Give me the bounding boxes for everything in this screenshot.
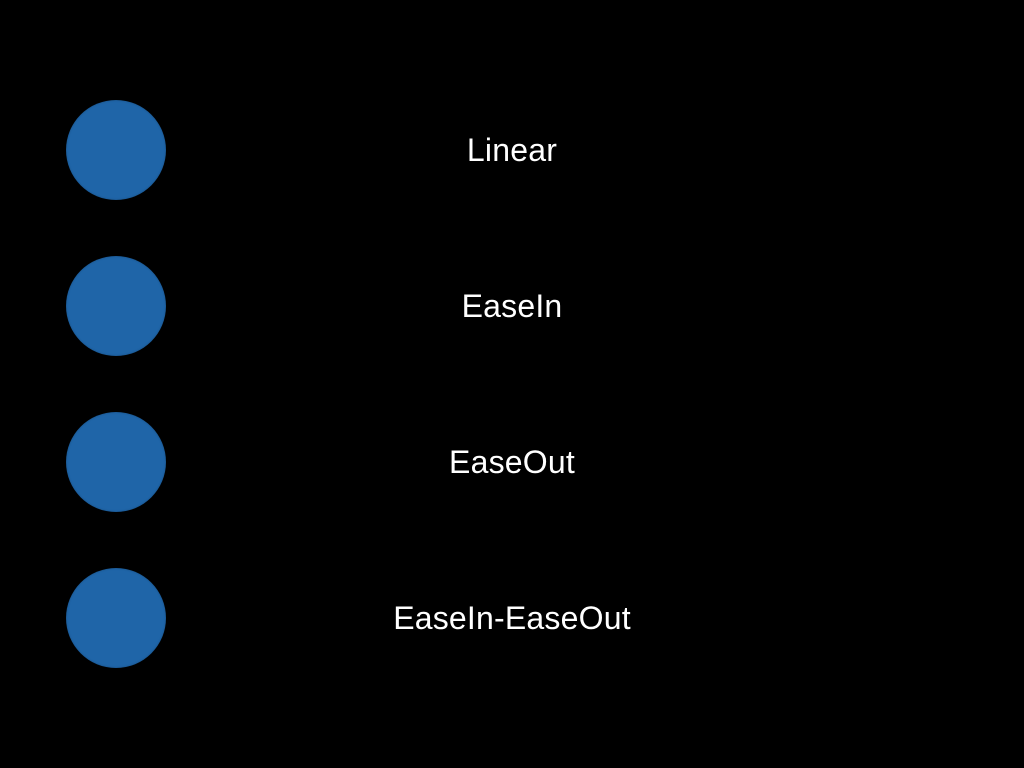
- ball-linear: [66, 100, 166, 200]
- label-easeout: EaseOut: [449, 444, 575, 480]
- ball-easeout: [66, 412, 166, 512]
- ball-easein-easeout: [66, 568, 166, 668]
- animation-row-easein: EaseIn: [0, 256, 1024, 356]
- animation-row-easeout: EaseOut: [0, 412, 1024, 512]
- ball-easein: [66, 256, 166, 356]
- label-easein-easeout: EaseIn-EaseOut: [393, 600, 631, 636]
- label-linear: Linear: [466, 132, 558, 168]
- animation-row-easein-easeout: EaseIn-EaseOut: [0, 568, 1024, 668]
- label-easein: EaseIn: [461, 288, 563, 324]
- animation-row-linear: Linear: [0, 100, 1024, 200]
